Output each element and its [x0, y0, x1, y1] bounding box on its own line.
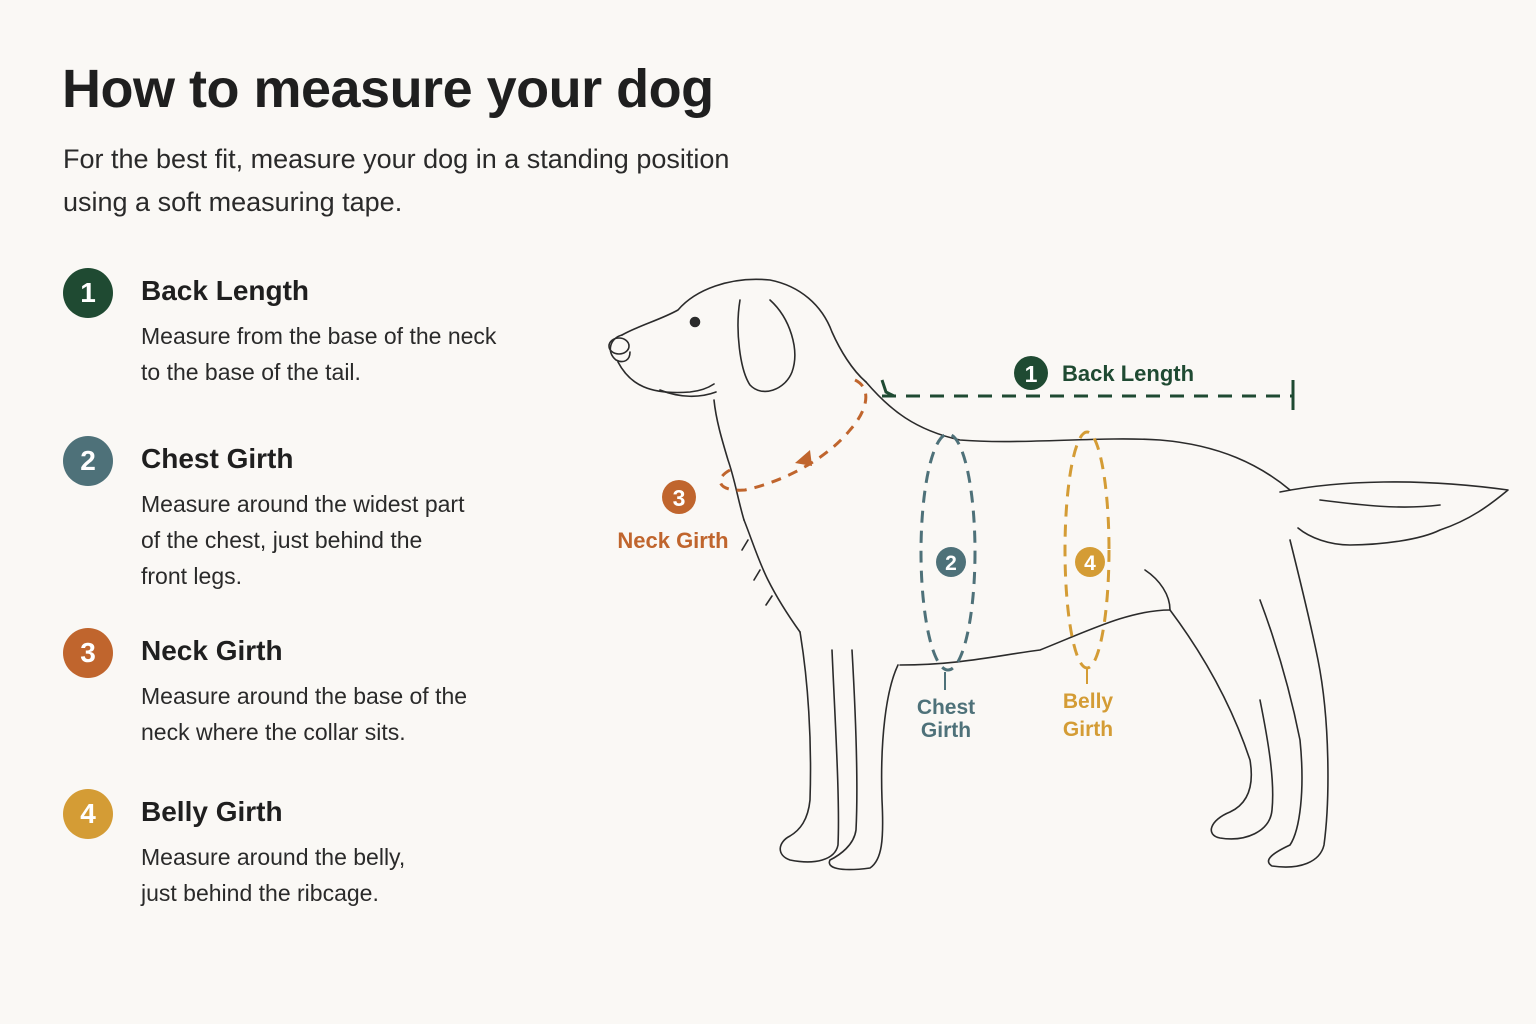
belly-girth-badge-number: 4 — [1084, 552, 1096, 575]
neck-girth-badge-number: 3 — [673, 485, 686, 511]
back-length-measure: 1 Back Length — [880, 356, 1295, 410]
step-description: Measure around the widest part of the ch… — [141, 486, 561, 594]
step-description-line: just behind the ribcage. — [141, 880, 379, 906]
step-title: Belly Girth — [141, 796, 283, 827]
step-description-line: Measure from the base of the neck — [141, 323, 497, 349]
chest-girth-badge-number: 2 — [945, 552, 957, 575]
subtitle-line: using a soft measuring tape. — [63, 187, 403, 217]
chest-girth-measure: 2 Chest Girth — [917, 432, 977, 742]
nose — [608, 337, 630, 355]
back-length-badge-number: 1 — [1025, 361, 1038, 387]
step-description: Measure around the base of the neck wher… — [141, 678, 561, 750]
neck-girth-badge — [662, 480, 696, 514]
neck-girth-measure: 3 Neck Girth — [617, 378, 868, 553]
page-title: How to measure your dog — [62, 59, 714, 119]
belly-girth-badge — [1075, 547, 1105, 577]
step-description-line: to the base of the tail. — [141, 359, 361, 385]
step-title: Back Length — [141, 275, 310, 306]
step-description: Measure from the base of the neck to the… — [141, 318, 561, 390]
step-description-line: Measure around the widest part — [141, 491, 465, 517]
step-description-line: neck where the collar sits. — [141, 719, 406, 745]
belly-girth-measure: 4 Belly Girth — [1063, 430, 1114, 741]
neck-girth-arrow-icon — [795, 450, 812, 466]
belly-girth-label-line: Belly — [1063, 690, 1114, 713]
step-number-badge: 1 — [63, 268, 113, 318]
step-title: Chest Girth — [141, 443, 294, 474]
step-number-badge: 3 — [63, 628, 113, 678]
chest-girth-badge — [936, 547, 966, 577]
step-description-line: front legs. — [141, 563, 242, 589]
step-description: Measure around the belly, just behind th… — [141, 839, 561, 911]
subtitle-line: For the best fit, measure your dog in a … — [63, 144, 730, 174]
back-length-label: Back Length — [1062, 361, 1194, 386]
step-description-line: Measure around the belly, — [141, 844, 406, 870]
step-title: Neck Girth — [141, 635, 283, 666]
page-subtitle: For the best fit, measure your dog in a … — [63, 138, 823, 224]
eye — [689, 316, 701, 328]
neck-girth-label: Neck Girth — [617, 528, 728, 553]
step-description-line: Measure around the base of the — [141, 683, 468, 709]
back-length-badge — [1014, 356, 1048, 390]
step-number-badge: 4 — [63, 789, 113, 839]
step-description-line: of the chest, just behind the — [141, 527, 423, 553]
step-number-badge: 2 — [63, 436, 113, 486]
belly-girth-label-line: Girth — [1063, 718, 1113, 741]
chest-girth-label-line: Chest — [917, 696, 975, 719]
chest-girth-label-line: Girth — [921, 719, 971, 742]
dog-outline — [608, 278, 1509, 871]
